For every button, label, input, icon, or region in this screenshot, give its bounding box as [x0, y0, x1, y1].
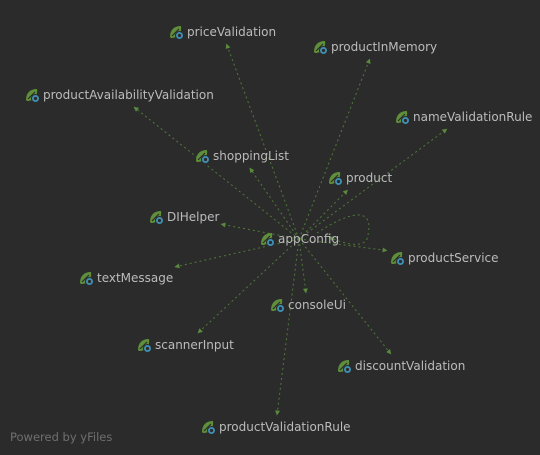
node-label: productService: [408, 251, 499, 265]
edge-appConfig-to-consoleUi: [298, 238, 308, 294]
node-textMessage[interactable]: textMessage: [78, 268, 173, 288]
node-productService[interactable]: productService: [389, 248, 499, 268]
edge-appConfig-to-shoppingList: [249, 167, 300, 240]
spring-bean-icon: [196, 150, 210, 164]
node-label: productInMemory: [331, 40, 438, 54]
spring-bean-icon: [138, 339, 152, 353]
edge-appConfig-to-DIHelper: [220, 222, 300, 240]
edge-self-loop: [316, 214, 370, 245]
spring-bean-icon: [329, 172, 343, 186]
node-label: textMessage: [97, 271, 174, 285]
spring-bean-icon: [261, 233, 275, 247]
edge-appConfig-to-productValidationRule: [275, 238, 300, 416]
spring-bean-icon: [80, 272, 94, 286]
node-shoppingList[interactable]: shoppingList: [194, 146, 289, 166]
powered-by-footer: Powered by yFiles: [10, 430, 113, 444]
edge-appConfig-to-productInMemory: [298, 58, 371, 240]
node-label: productValidationRule: [219, 420, 351, 434]
edge-appConfig-to-textMessage: [174, 238, 300, 269]
node-DIHelper[interactable]: DIHelper: [148, 207, 219, 227]
node-productAvailabilityValidation[interactable]: productAvailabilityValidation: [24, 85, 214, 105]
node-consoleUi[interactable]: consoleUi: [269, 295, 346, 315]
node-label: appConfig: [278, 232, 340, 246]
node-nameValidationRule[interactable]: nameValidationRule: [394, 107, 532, 127]
node-label: productAvailabilityValidation: [43, 88, 214, 102]
spring-bean-icon: [150, 211, 164, 225]
node-label: priceValidation: [187, 25, 277, 39]
edge-appConfig-to-nameValidationRule: [298, 128, 448, 240]
node-label: discountValidation: [355, 359, 466, 373]
node-label: product: [346, 171, 393, 185]
node-label: shoppingList: [213, 149, 289, 163]
edge-appConfig-to-product: [298, 189, 348, 240]
node-productInMemory[interactable]: productInMemory: [312, 37, 437, 57]
edge-appConfig-to-scannerInput: [197, 238, 300, 334]
node-priceValidation[interactable]: priceValidation: [168, 22, 276, 42]
spring-bean-icon: [26, 89, 40, 103]
spring-bean-icon: [271, 299, 285, 313]
node-appConfig[interactable]: appConfig: [259, 229, 339, 249]
node-scannerInput[interactable]: scannerInput: [136, 335, 234, 355]
node-label: consoleUi: [288, 298, 346, 312]
node-label: scannerInput: [155, 338, 234, 352]
node-label: DIHelper: [167, 210, 220, 224]
spring-bean-icon: [338, 360, 352, 374]
node-productValidationRule[interactable]: productValidationRule: [200, 417, 351, 437]
spring-bean-icon: [202, 421, 216, 435]
node-discountValidation[interactable]: discountValidation: [336, 356, 465, 376]
spring-bean-icon: [391, 252, 405, 266]
spring-bean-icon: [396, 111, 410, 125]
spring-bean-icon: [314, 41, 328, 55]
spring-bean-icon: [170, 26, 184, 40]
edge-appConfig-to-productAvailabilityValidation: [133, 106, 300, 240]
node-label: nameValidationRule: [413, 110, 533, 124]
node-product[interactable]: product: [327, 168, 392, 188]
